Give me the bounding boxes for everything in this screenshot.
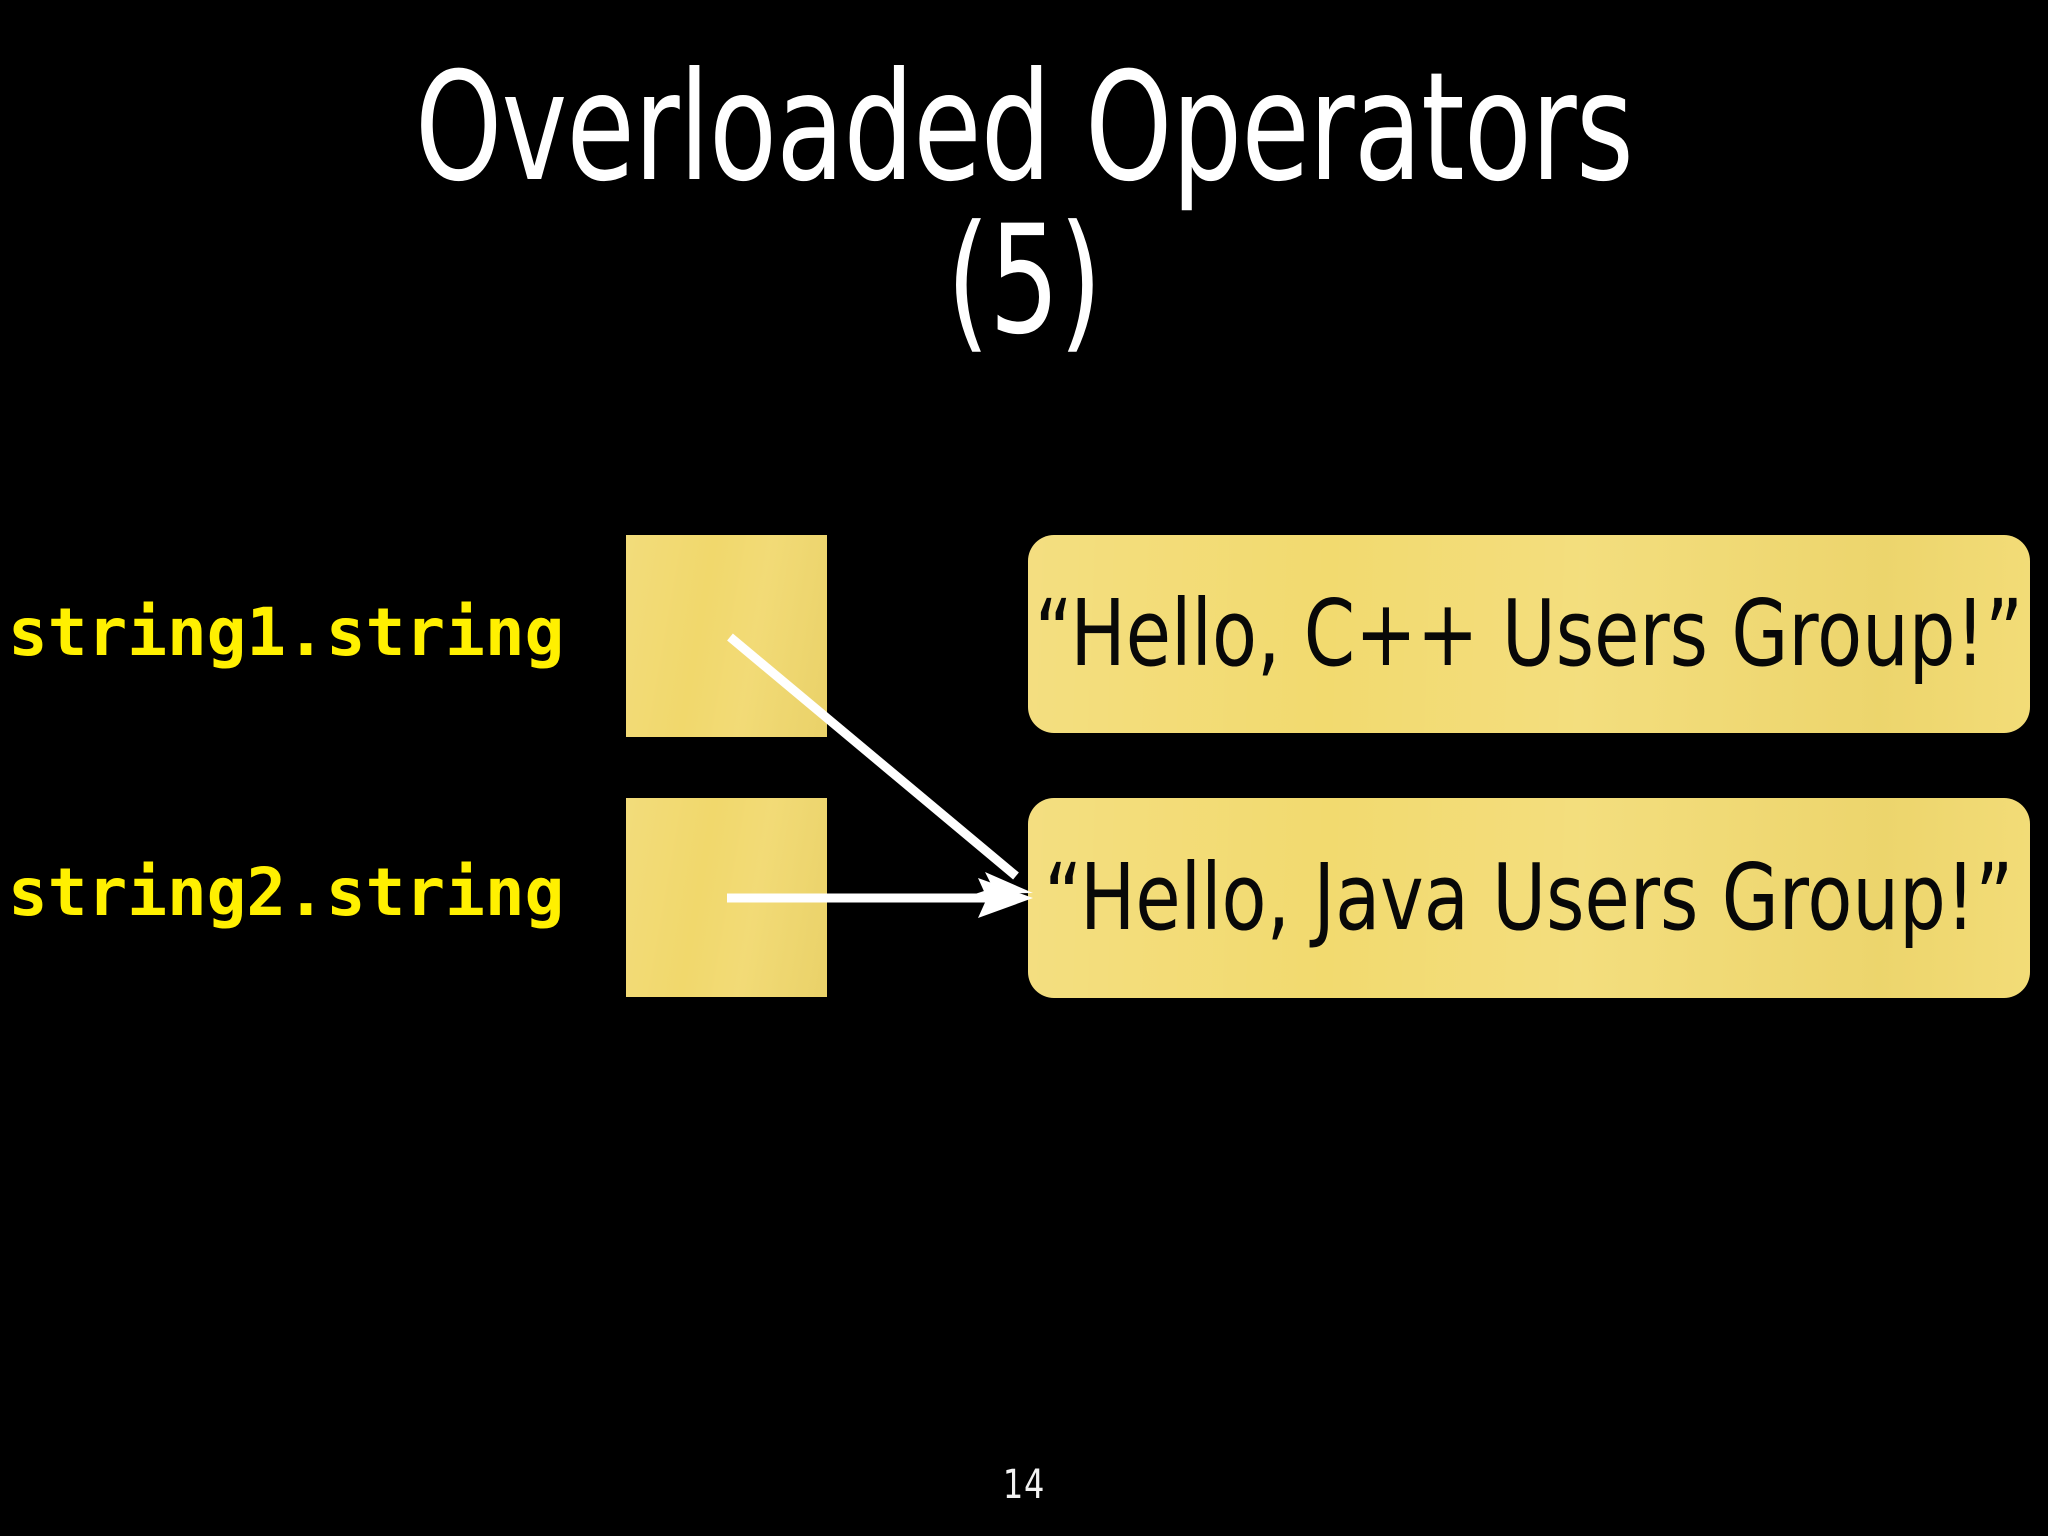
pointer-chip-string1 (626, 535, 827, 737)
code-label-string1: string1.string (8, 594, 565, 671)
string-value-text-2: “Hello, Java Users Group!” (1044, 844, 2014, 951)
string-value-text-1: “Hello, C++ Users Group!” (1034, 580, 2024, 687)
page-title-line-1: Overloaded Operators (414, 41, 1634, 215)
string-value-box-2: “Hello, Java Users Group!” (1028, 798, 2030, 998)
page-number: 14 (1002, 1462, 1046, 1508)
code-label-string2: string2.string (8, 854, 565, 931)
string-value-box-1: “Hello, C++ Users Group!” (1028, 535, 2030, 733)
page-title-line-2: (5) (946, 194, 1102, 368)
pointer-chip-string2 (626, 798, 827, 997)
page-title: Overloaded Operators (5) (0, 52, 2048, 358)
